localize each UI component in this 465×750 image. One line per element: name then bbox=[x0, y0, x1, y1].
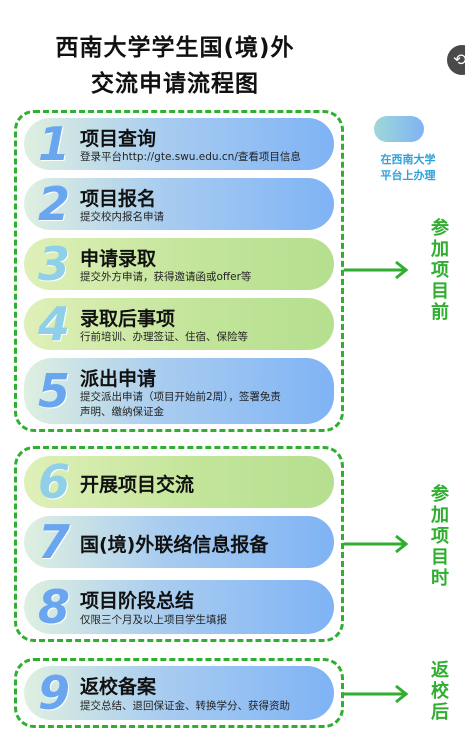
step-3: 3 申请录取 提交外方申请，获得邀请函或offer等 bbox=[24, 238, 334, 290]
step-number: 8 bbox=[38, 580, 71, 634]
step-title: 项目查询 bbox=[80, 128, 157, 150]
step-desc-line-1: 提交派出申请（项目开始前2周），签署免责 bbox=[80, 391, 281, 403]
arrow-after-icon bbox=[344, 684, 409, 704]
step-2: 2 项目报名 提交校内报名申请 bbox=[24, 178, 334, 230]
step-title: 录取后事项 bbox=[80, 308, 176, 330]
step-desc-line-2: 声明、缴纳保证金 bbox=[80, 406, 164, 418]
step-number: 9 bbox=[38, 666, 71, 720]
step-4: 4 录取后事项 行前培训、办理签证、住宿、保险等 bbox=[24, 298, 334, 350]
step-title: 国(境)外联络信息报备 bbox=[80, 534, 269, 556]
legend-line-1: 在西南大学 bbox=[380, 153, 436, 166]
step-number: 6 bbox=[38, 456, 71, 508]
step-8: 8 项目阶段总结 仅限三个月及以上项目学生填报 bbox=[24, 580, 334, 634]
step-title: 开展项目交流 bbox=[80, 474, 195, 496]
step-desc: 提交总结、退回保证金、转换学分、获得资助 bbox=[80, 700, 290, 712]
phase-before-label: 参加项目前 bbox=[431, 218, 449, 323]
step-desc: 仅限三个月及以上项目学生填报 bbox=[80, 614, 227, 626]
step-title: 项目报名 bbox=[80, 188, 157, 210]
step-number: 1 bbox=[38, 118, 71, 170]
step-desc: 行前培训、办理签证、住宿、保险等 bbox=[80, 331, 248, 343]
title-line-2: 交流申请流程图 bbox=[91, 71, 259, 97]
legend-line-2: 平台上办理 bbox=[380, 169, 436, 182]
group-after-return bbox=[14, 658, 344, 728]
step-1: 1 项目查询 登录平台http://gte.swu.edu.cn/查看项目信息 bbox=[24, 118, 334, 170]
share-icon[interactable]: ⟲ bbox=[447, 45, 465, 75]
legend-swatch bbox=[374, 116, 424, 142]
step-5: 5 派出申请 提交派出申请（项目开始前2周），签署免责 声明、缴纳保证金 bbox=[24, 358, 334, 424]
step-number: 4 bbox=[38, 298, 71, 350]
step-title: 返校备案 bbox=[80, 676, 157, 698]
step-7: 7 国(境)外联络信息报备 bbox=[24, 516, 334, 568]
legend-text: 在西南大学 平台上办理 bbox=[368, 152, 448, 184]
step-number: 3 bbox=[38, 238, 71, 290]
group-before-project bbox=[14, 110, 344, 432]
arrow-during-icon bbox=[344, 534, 409, 554]
title-line-1: 西南大学学生国(境)外 bbox=[55, 35, 295, 61]
step-title: 项目阶段总结 bbox=[80, 590, 195, 612]
phase-during-label: 参加项目时 bbox=[431, 484, 449, 589]
phase-after-label: 返校后 bbox=[431, 660, 449, 723]
step-number: 5 bbox=[38, 364, 71, 418]
step-title: 申请录取 bbox=[80, 248, 157, 270]
page-title: 西南大学学生国(境)外 交流申请流程图 bbox=[20, 30, 330, 102]
step-number: 2 bbox=[38, 178, 71, 230]
step-title: 派出申请 bbox=[80, 368, 157, 390]
step-9: 9 返校备案 提交总结、退回保证金、转换学分、获得资助 bbox=[24, 666, 334, 720]
arrow-before-icon bbox=[344, 260, 409, 280]
step-number: 7 bbox=[38, 516, 71, 568]
step-desc: 提交外方申请，获得邀请函或offer等 bbox=[80, 271, 252, 283]
step-desc: 登录平台http://gte.swu.edu.cn/查看项目信息 bbox=[80, 151, 301, 163]
group-during-project bbox=[14, 446, 344, 642]
step-desc: 提交校内报名申请 bbox=[80, 211, 164, 223]
step-6: 6 开展项目交流 bbox=[24, 456, 334, 508]
